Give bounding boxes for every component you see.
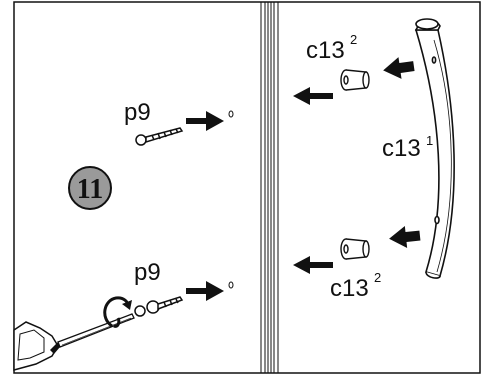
screw-bottom-label: p9	[134, 259, 161, 286]
arrow-icon	[186, 281, 224, 301]
screw-icon	[134, 296, 184, 317]
pilot-hole-bottom	[228, 281, 234, 289]
step-number: 11	[77, 174, 103, 205]
rotation-arrow-icon	[103, 296, 132, 328]
step-badge: 11	[68, 166, 112, 210]
cap-top-label: c13	[306, 37, 345, 64]
cap-icon	[340, 69, 370, 91]
cap-bottom-index: 2	[374, 270, 381, 285]
arrow-icon	[293, 256, 333, 274]
glass-profile	[260, 2, 279, 373]
screw-icon	[135, 127, 184, 146]
cap-top-index: 2	[350, 32, 357, 47]
screwdriver-icon	[13, 313, 135, 371]
pilot-hole-top	[228, 110, 234, 118]
handle-label: c13	[382, 135, 421, 162]
panel-frame	[13, 1, 481, 374]
screw-top-label: p9	[124, 99, 151, 126]
handle-index: 1	[426, 133, 433, 148]
arrow-icon	[186, 111, 224, 131]
arrow-icon	[389, 226, 421, 248]
cap-bottom-label: c13	[330, 275, 369, 302]
arrow-icon	[383, 57, 415, 79]
cap-icon	[340, 238, 370, 260]
handle-icon	[414, 18, 455, 279]
arrow-icon	[293, 87, 333, 105]
